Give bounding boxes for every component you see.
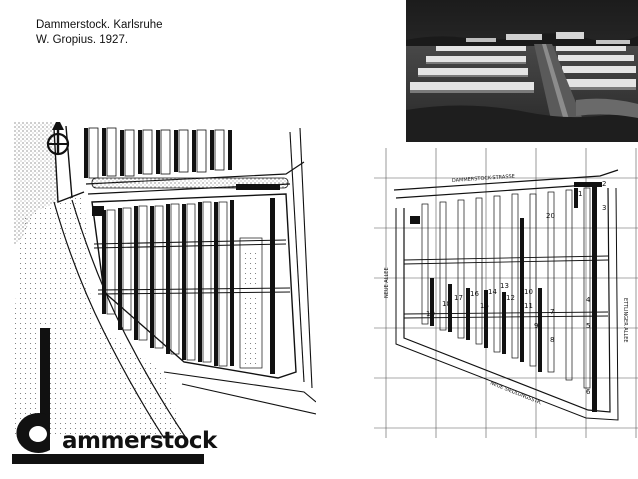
north-arrow-icon [46, 122, 70, 156]
building-number: 2 [602, 180, 606, 188]
dammerstock-logo: ammerstock [12, 328, 217, 468]
street-left-label: NEUE ALLEE [384, 267, 390, 298]
building-number: 4 [586, 296, 591, 304]
building-number: 3 [602, 204, 606, 212]
building-number: 15 [480, 302, 489, 310]
street-right-label: ETTLINGER ALLEE [622, 298, 628, 343]
building-number: 12 [506, 294, 515, 302]
building-number: 20 [546, 212, 555, 220]
building-number: 13 [500, 282, 509, 290]
building-number: 11 [524, 302, 533, 310]
building-number: 6 [586, 388, 591, 396]
logo-letter-d-icon [12, 328, 204, 464]
caption-line-2: W. Gropius. 1927. [36, 34, 129, 46]
site-plan-left [14, 122, 316, 438]
building-number: 16 [470, 290, 479, 298]
building-number: 7 [550, 308, 554, 316]
aerial-photo [406, 0, 638, 142]
logo-wordmark: ammerstock [62, 428, 217, 454]
building-number: 14 [488, 288, 497, 296]
building-number: 9 [534, 322, 538, 330]
building-number: 5 [586, 322, 590, 330]
slide-caption: Dammerstock. Karlsruhe W. Gropius. 1927. [36, 18, 163, 48]
site-plan-right: DAMMERSTOCK-STRASSE NEUE ALLEE ETTLINGER… [374, 148, 638, 438]
building-number: 1 [578, 190, 582, 198]
caption-line-1: Dammerstock. Karlsruhe [36, 19, 163, 31]
building-number: 18 [442, 300, 451, 308]
building-number: 10 [524, 288, 533, 296]
building-number: 8 [550, 336, 554, 344]
building-number: 19 [426, 310, 435, 318]
building-number: 17 [454, 294, 463, 302]
street-top-label: DAMMERSTOCK-STRASSE [452, 174, 515, 184]
